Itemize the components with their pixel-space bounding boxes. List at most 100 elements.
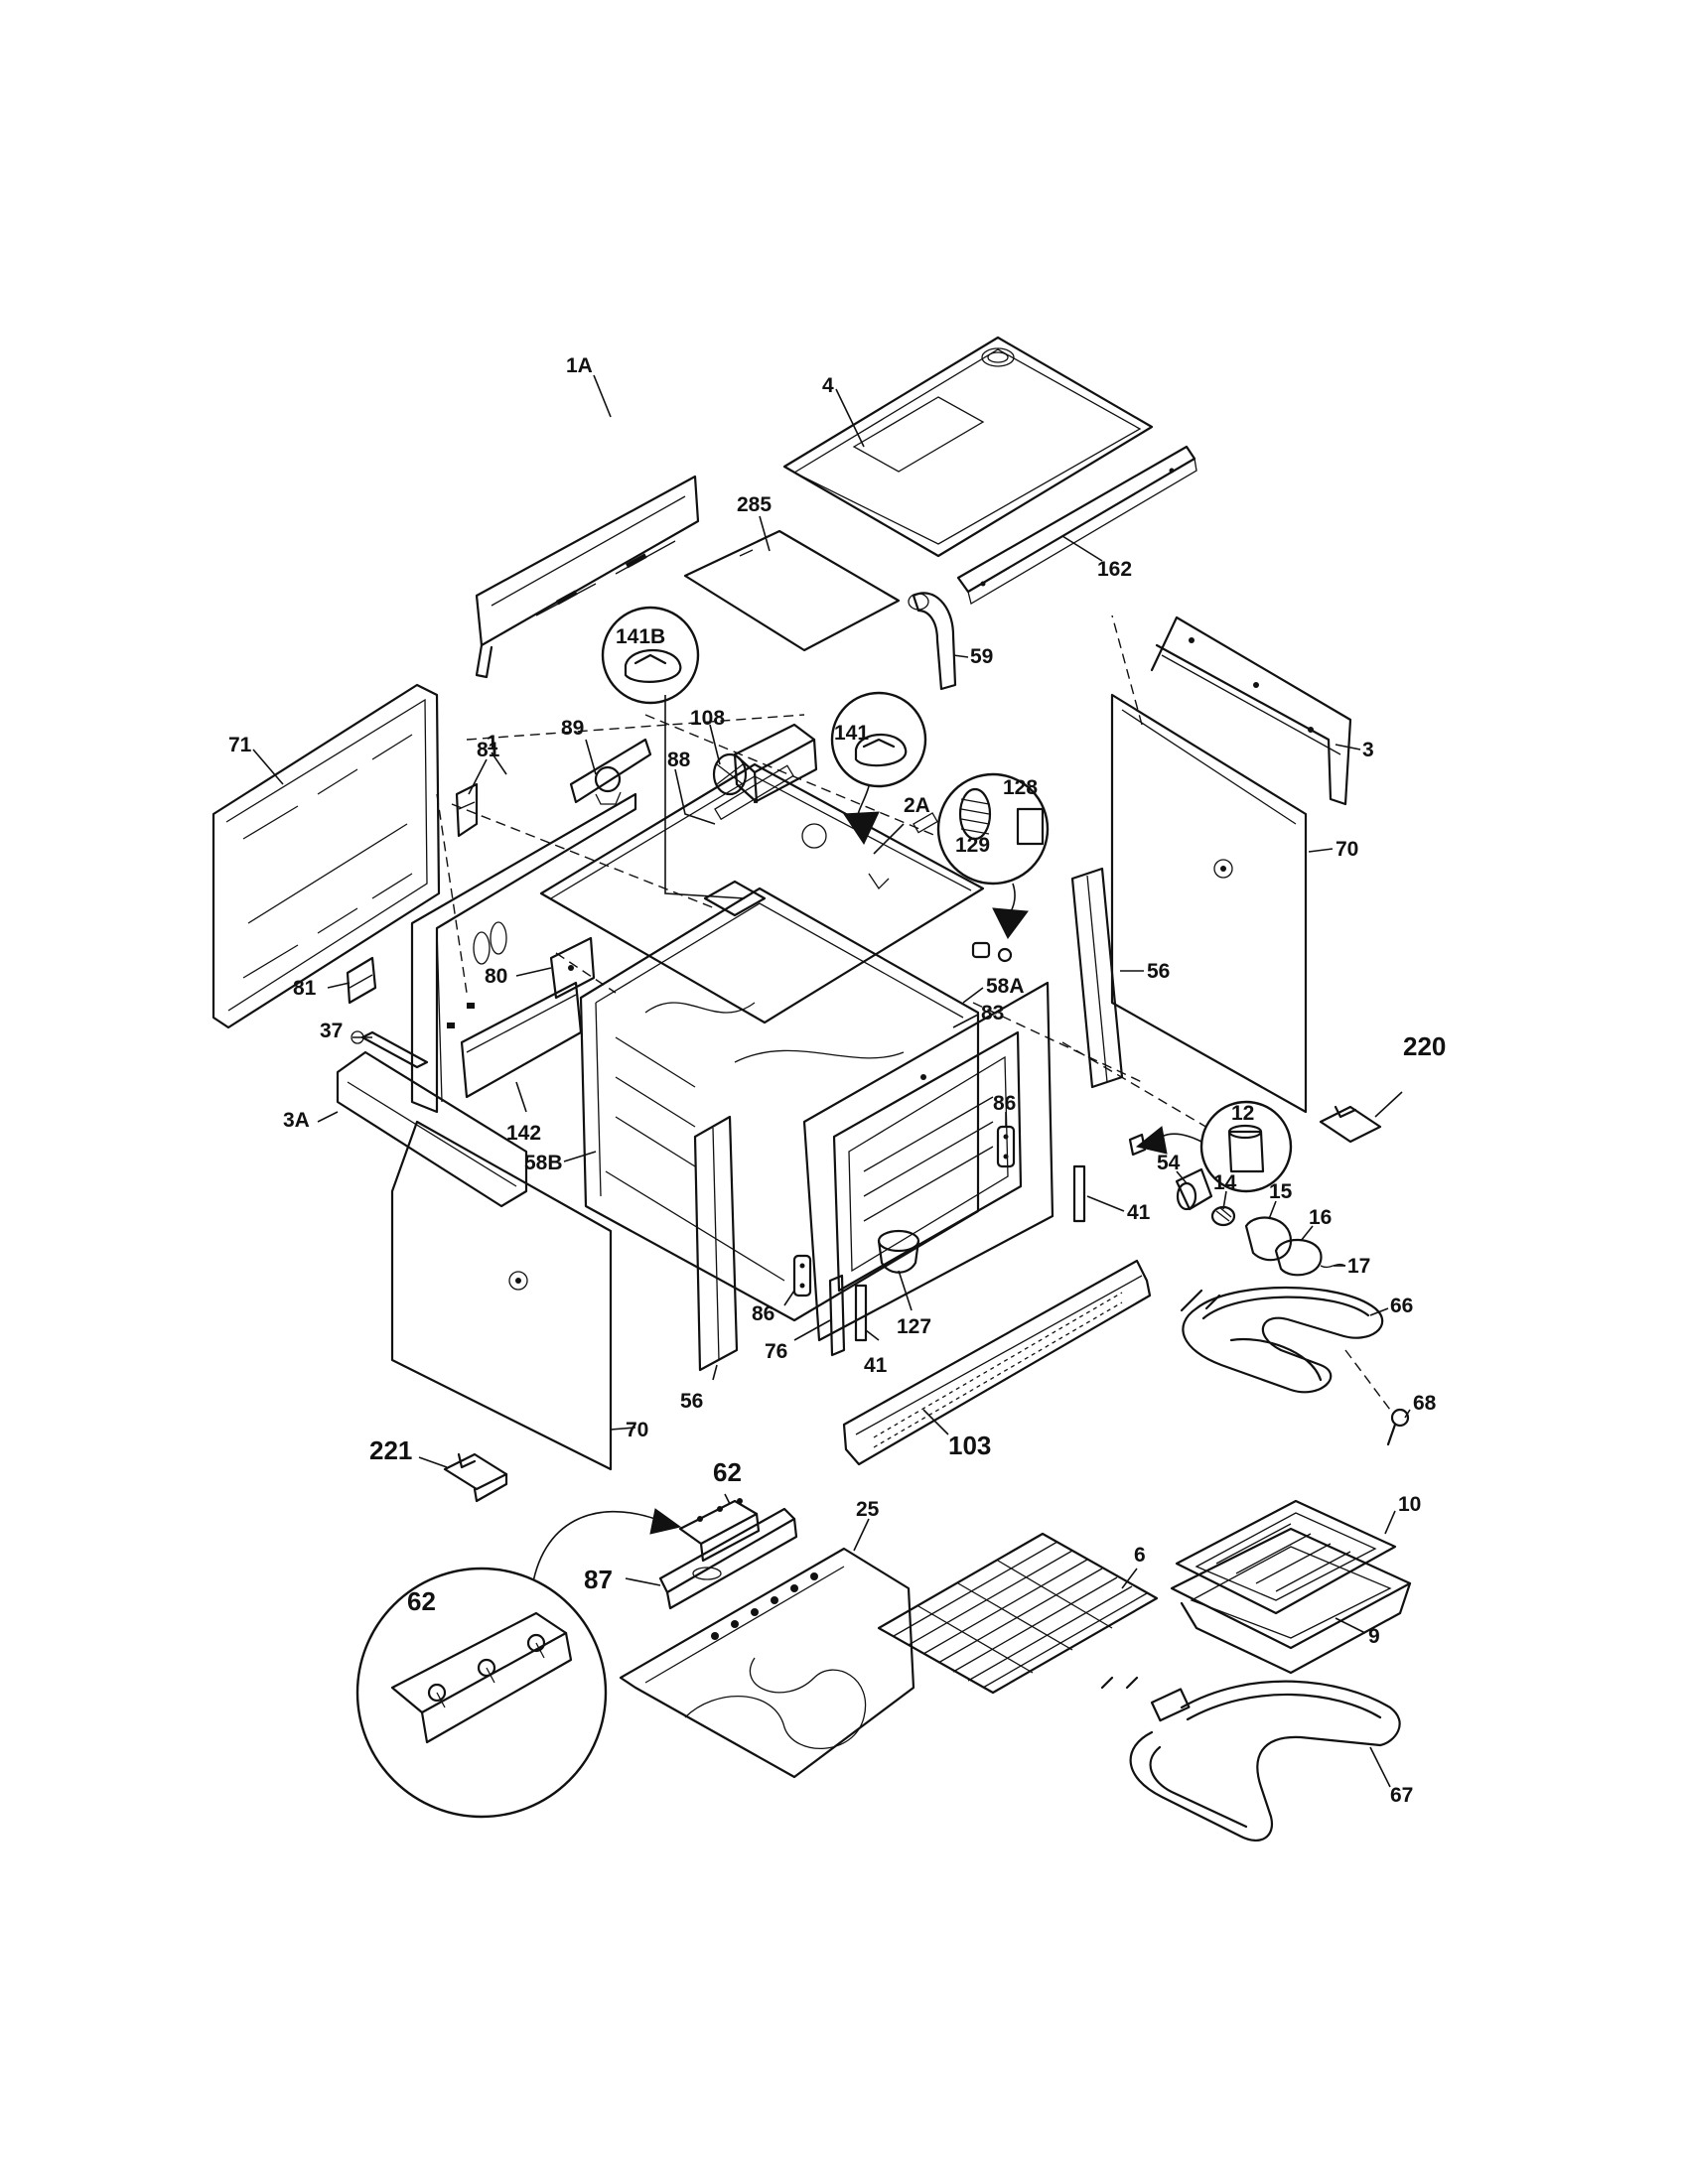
part-bracket-221 [443, 1452, 508, 1503]
leader-lines [252, 374, 1411, 1788]
part-small-bracket-81b [346, 956, 377, 1005]
label-14: 14 [1213, 1171, 1237, 1194]
label-70b: 70 [626, 1419, 648, 1441]
part-bottom-panel [619, 1547, 915, 1779]
label-86a: 86 [993, 1092, 1016, 1115]
label-15: 15 [1269, 1180, 1293, 1203]
detail-callout-128-129 [936, 772, 1050, 963]
label-87: 87 [584, 1565, 613, 1594]
part-bracket-76 [828, 1274, 846, 1357]
part-hinge-86a [996, 1125, 1016, 1168]
label-59: 59 [970, 645, 993, 668]
label-67: 67 [1390, 1784, 1413, 1807]
label-54: 54 [1157, 1152, 1181, 1174]
label-37: 37 [320, 1020, 343, 1042]
label-62a: 62 [713, 1457, 742, 1487]
detail-callout-12 [1128, 1100, 1293, 1193]
label-4: 4 [822, 374, 834, 397]
label-108: 108 [690, 707, 725, 730]
part-bracket-220 [1319, 1105, 1382, 1144]
part-broil-pan [1170, 1527, 1412, 1675]
detail-callout-141 [830, 691, 927, 846]
part-bake-element [1100, 1676, 1401, 1843]
label-80: 80 [485, 965, 507, 988]
part-hinge-86b [792, 1254, 812, 1297]
part-light-socket-127 [877, 1229, 920, 1274]
label-127: 127 [897, 1315, 931, 1338]
label-12: 12 [1231, 1102, 1254, 1125]
label-220: 220 [1403, 1031, 1446, 1061]
detail-callout-141B [601, 606, 746, 899]
label-58A: 58A [986, 975, 1025, 998]
part-latch-41a [1072, 1164, 1086, 1223]
part-fan-motor [712, 723, 818, 804]
part-kick-panel [842, 1259, 1152, 1466]
label-141B: 141B [616, 625, 665, 648]
label-142: 142 [506, 1122, 541, 1145]
label-221: 221 [369, 1435, 412, 1465]
part-side-trim-56b [693, 1115, 739, 1372]
part-lower-side-panel [390, 1120, 613, 1471]
part-labels: 4 1A 285 162 141B 59 3 71 81 89 108 141 … [228, 354, 1446, 1807]
label-89: 89 [561, 717, 584, 740]
label-56a: 56 [1147, 960, 1170, 983]
label-88: 88 [667, 749, 691, 771]
label-129: 129 [955, 834, 990, 857]
label-16: 16 [1309, 1206, 1332, 1229]
detail-callout-62 [355, 1567, 608, 1819]
bottom-panel-holes [711, 1572, 818, 1640]
label-56b: 56 [680, 1390, 703, 1413]
label-9: 9 [1368, 1625, 1380, 1648]
part-terminal-block [678, 1498, 761, 1563]
label-2A: 2A [904, 794, 930, 817]
label-81a: 81 [477, 739, 500, 761]
part-top-panel [782, 336, 1154, 558]
label-6: 6 [1134, 1544, 1146, 1567]
label-10: 10 [1398, 1493, 1421, 1516]
part-rail [956, 445, 1197, 606]
part-left-side-panel [211, 683, 441, 1029]
part-bracket-87 [658, 1507, 798, 1610]
label-76: 76 [765, 1340, 787, 1363]
label-285: 285 [737, 493, 772, 516]
label-3: 3 [1362, 739, 1374, 761]
part-rear-bracket-1A [475, 475, 700, 679]
label-68: 68 [1413, 1392, 1437, 1415]
part-side-trim-56a [1070, 867, 1124, 1089]
part-oven-rack [877, 1532, 1159, 1695]
label-81b: 81 [293, 977, 317, 1000]
label-58B: 58B [524, 1152, 563, 1174]
part-right-rear-bracket [1150, 615, 1352, 806]
label-83: 83 [981, 1002, 1004, 1024]
label-70a: 70 [1336, 838, 1358, 861]
label-41a: 41 [1127, 1201, 1151, 1224]
label-71: 71 [228, 734, 252, 756]
part-switch-bracket [569, 738, 652, 805]
part-insulation-sheet [683, 529, 901, 652]
label-1A: 1A [566, 354, 593, 377]
callout-arrow [530, 1508, 682, 1594]
part-oven-cavity [579, 887, 980, 1322]
part-right-side-panel [1110, 693, 1308, 1114]
part-oven-front-frame [802, 981, 1055, 1342]
label-86b: 86 [752, 1302, 774, 1325]
part-latch-41b [854, 1284, 868, 1342]
label-3A: 3A [283, 1109, 310, 1132]
label-25: 25 [856, 1498, 880, 1521]
part-element-clip [1386, 1408, 1410, 1446]
label-141: 141 [834, 722, 869, 745]
label-128: 128 [1003, 776, 1038, 799]
part-80-bracket [549, 936, 596, 1000]
label-17: 17 [1347, 1255, 1370, 1278]
label-1: 1 [487, 732, 498, 754]
part-142-shield [460, 981, 583, 1099]
label-41b: 41 [864, 1354, 888, 1377]
label-103: 103 [948, 1431, 991, 1460]
label-66: 66 [1390, 1295, 1413, 1317]
part-tube [908, 592, 957, 691]
part-broil-element [1180, 1286, 1384, 1394]
label-62b: 62 [407, 1586, 436, 1616]
part-broil-pan-insert [1175, 1499, 1397, 1615]
part-small-bracket-81a [455, 782, 479, 838]
